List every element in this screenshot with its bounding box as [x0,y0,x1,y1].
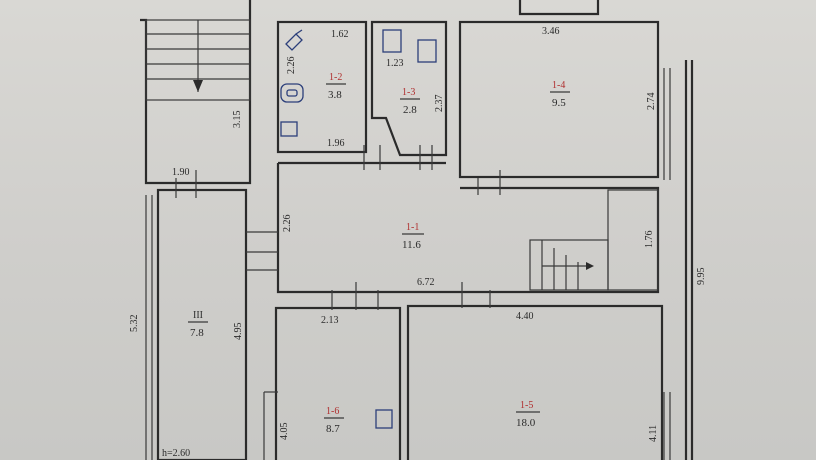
room-1-4-id: 1-4 [552,80,565,91]
dim-6-72: 6.72 [417,277,435,288]
room-1-1-area: 11.6 [402,239,421,251]
boiler-icon [382,29,402,53]
dim-1-62: 1.62 [331,29,349,40]
room-1-6-id: 1-6 [326,406,339,417]
dim-1-96: 1.96 [327,138,345,149]
dim-4-95: 4.95 [233,323,244,341]
toilet-icon [280,83,304,103]
room-labels: 1-2 3.8 1-3 2.8 1-4 9.5 1-1 11.6 1-5 18.… [188,72,570,435]
dim-1-90: 1.90 [172,167,190,178]
dim-3-46: 3.46 [542,26,560,37]
dim-2-13: 2.13 [321,315,339,326]
staircase-corridor [529,239,609,291]
dim-2-26-b: 2.26 [282,215,293,233]
dim-9-95: 9.95 [696,268,707,286]
room-1-3-area: 2.8 [403,104,417,116]
dim-1-23: 1.23 [386,58,404,69]
room-1-2-outline [276,20,368,154]
room-1-4-outline [458,20,660,179]
room-1-6-outline [274,306,402,460]
stove-icon [417,39,437,63]
dim-4-40: 4.40 [516,311,534,322]
room-1-3-outline [370,20,448,157]
dim-1-76: 1.76 [644,231,655,249]
dimension-labels: 1.62 2.26 1.23 2.37 1.96 3.46 2.74 3.15 … [129,26,707,459]
ceiling-height-note: h=2.60 [162,448,190,459]
sink-icon [280,121,298,137]
room-1-4-area: 9.5 [552,97,566,109]
room-III-id: III [193,310,203,321]
room-1-1-id: 1-1 [406,222,419,233]
room-1-5-outline [406,304,664,460]
room-1-2-id: 1-2 [329,72,342,83]
room-1-5-id: 1-5 [520,400,533,411]
outer-wall [140,0,694,460]
dim-4-05: 4.05 [279,423,290,441]
dim-2-74: 2.74 [646,93,657,111]
door-marks [175,145,501,460]
room-1-5-area: 18.0 [516,417,536,429]
dim-2-37: 2.37 [434,95,445,113]
dim-2-26-a: 2.26 [286,57,297,75]
dim-4-11: 4.11 [648,425,659,442]
room-1-6-area: 8.7 [326,423,340,435]
dim-5-32: 5.32 [129,315,140,333]
room-III-area: 7.8 [190,327,204,339]
staircase-top-left [145,19,251,101]
room-III-outline [156,188,248,460]
dim-3-15: 3.15 [232,111,243,129]
shower-icon [285,29,303,51]
room-1-1-outline [276,161,660,294]
room-1-2-area: 3.8 [328,89,342,101]
room-1-3-id: 1-3 [402,87,415,98]
sink-icon-1-6 [375,409,393,429]
